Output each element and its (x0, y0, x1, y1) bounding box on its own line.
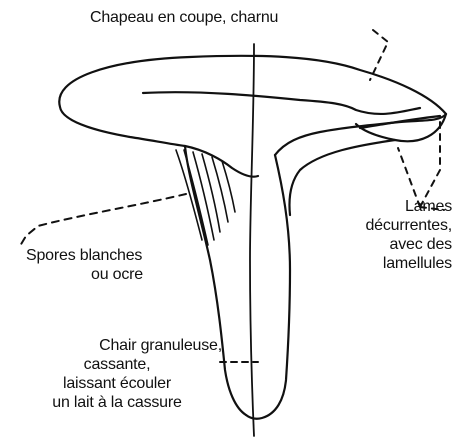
label-lames: Lames décurrentes, avec des lamellules (316, 197, 452, 273)
label-lames-line-2: décurrentes, (316, 216, 452, 235)
label-spores-line-2: ou ocre (26, 265, 208, 284)
label-chair-line-1: Chair granuleuse, (12, 336, 222, 355)
cap-inner-line (143, 92, 420, 114)
label-chair-line-4: un lait à la cassure (12, 393, 222, 412)
leader-cap (370, 30, 388, 80)
label-chair-line-3: laissant écouler (12, 374, 222, 393)
gills-right (356, 114, 446, 141)
label-lames-line-4: lamellules (316, 254, 452, 273)
label-spores: Spores blanches ou ocre (26, 246, 208, 284)
leader-spores (20, 194, 186, 246)
label-chair: Chair granuleuse, cassante, laissant éco… (12, 336, 222, 412)
label-lames-line-3: avec des (316, 235, 452, 254)
label-cap: Chapeau en coupe, charnu (90, 8, 278, 27)
label-cap-line: Chapeau en coupe, charnu (90, 8, 278, 27)
label-lames-line-1: Lames (316, 197, 452, 216)
section-line (250, 44, 254, 436)
label-chair-line-2: cassante, (12, 355, 222, 374)
label-spores-line-1: Spores blanches (26, 246, 208, 265)
